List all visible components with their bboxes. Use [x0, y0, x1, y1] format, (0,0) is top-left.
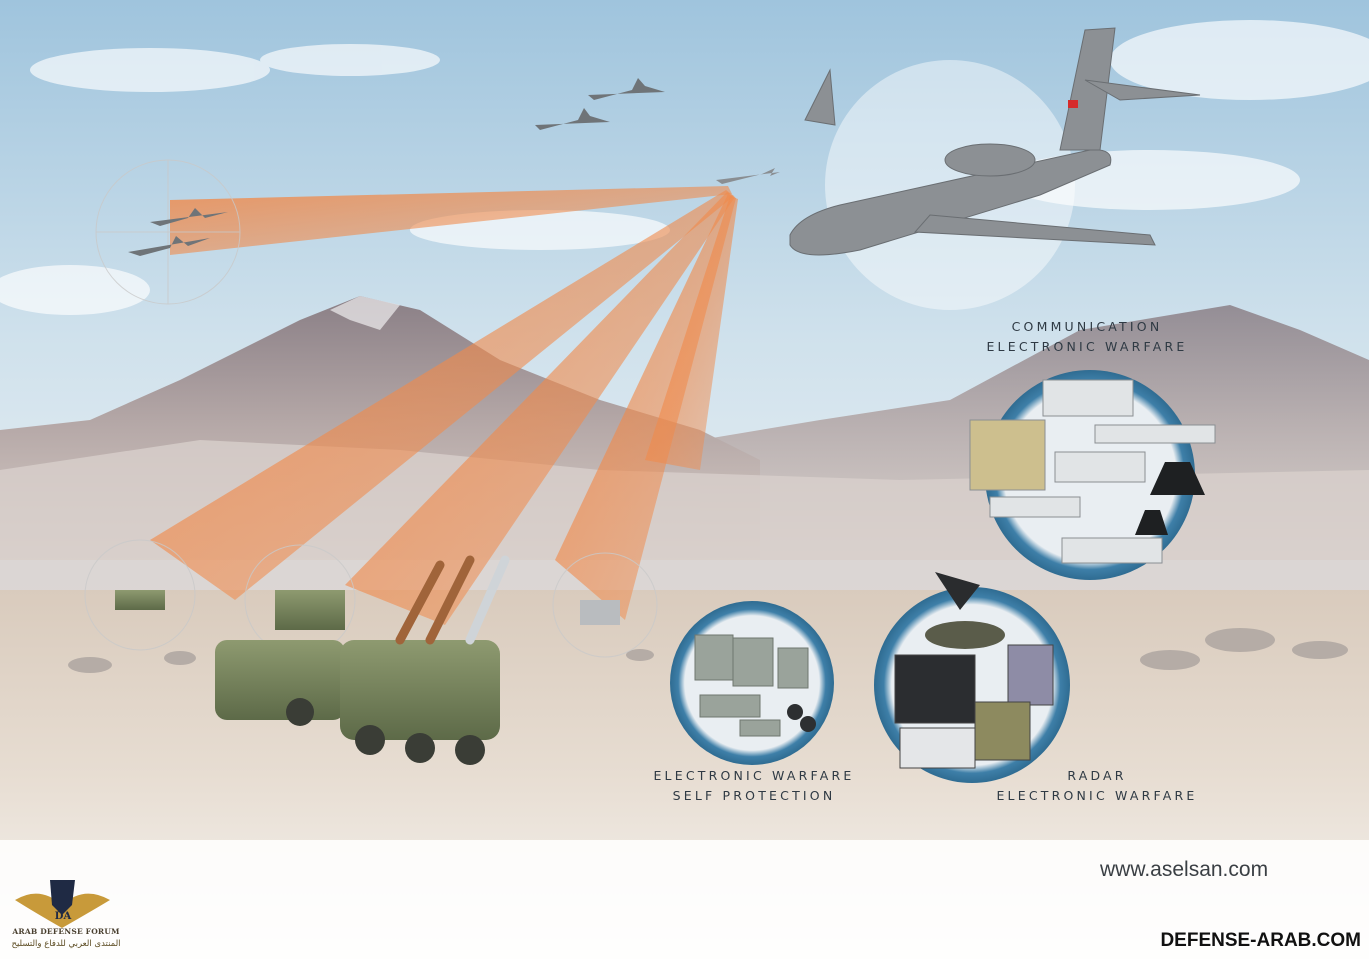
website-url: www.aselsan.com [1100, 858, 1269, 881]
rocks [68, 628, 1348, 673]
forum-logo-initials: DA [54, 911, 72, 922]
label-ewsp-line1: ELECTRONIC WARFARE [653, 768, 855, 783]
target-reticles [84, 159, 658, 658]
forum-name-arabic: المنتدى العربي للدفاع والتسليح [11, 939, 121, 949]
label-communication-ew: COMMUNICATION ELECTRONIC WARFARE [962, 317, 1212, 357]
label-communication-line2: ELECTRONIC WARFARE [986, 339, 1188, 354]
aew-jet-small [716, 168, 780, 184]
ew-beams [150, 186, 738, 625]
label-communication-line1: COMMUNICATION [1011, 319, 1163, 334]
forum-logo-graphic [15, 880, 110, 928]
label-radar-ew: RADAR ELECTRONIC WARFARE [972, 766, 1222, 806]
fighter-jets [128, 78, 665, 256]
label-ew-self-protection: ELECTRONIC WARFARE SELF PROTECTION [634, 766, 874, 806]
equipment-circle-communication [969, 370, 1216, 580]
label-radar-line1: RADAR [1067, 768, 1127, 783]
forum-name: ARAB DEFENSE FORUM [12, 927, 120, 936]
label-ewsp-line2: SELF PROTECTION [672, 788, 836, 803]
label-radar-line2: ELECTRONIC WARFARE [996, 788, 1198, 803]
equipment-circle-self-protection [670, 601, 834, 765]
aew-jet-large [789, 27, 1201, 256]
sam-vehicles [115, 555, 620, 765]
equipment-circle-radar [874, 572, 1070, 783]
watermark-site: DEFENSE-ARAB.COM [1160, 930, 1361, 951]
